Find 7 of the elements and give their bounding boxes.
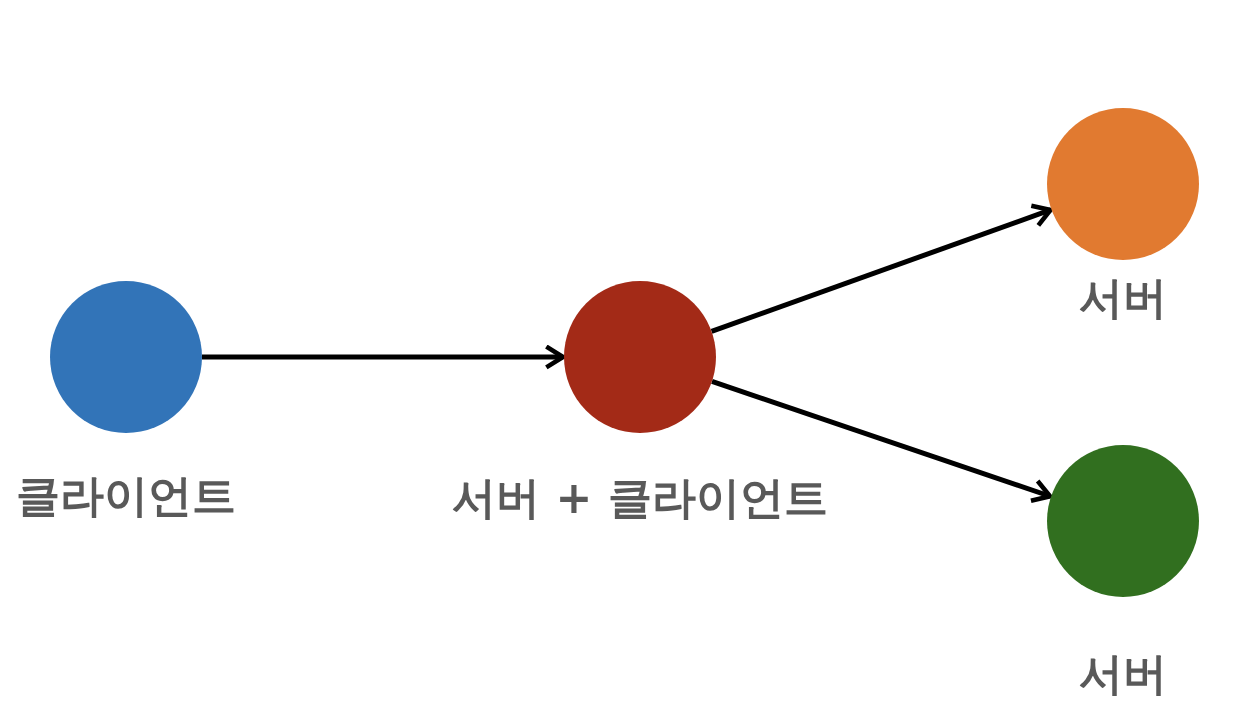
arrow	[202, 344, 566, 370]
node-label: 서버	[1079, 648, 1167, 701]
node-label: 서버 + 클라이언트	[452, 472, 828, 525]
node-label: 클라이언트	[16, 470, 236, 523]
arrow	[710, 203, 1053, 334]
arrow	[711, 379, 1053, 504]
node-label: 서버	[1079, 272, 1167, 325]
